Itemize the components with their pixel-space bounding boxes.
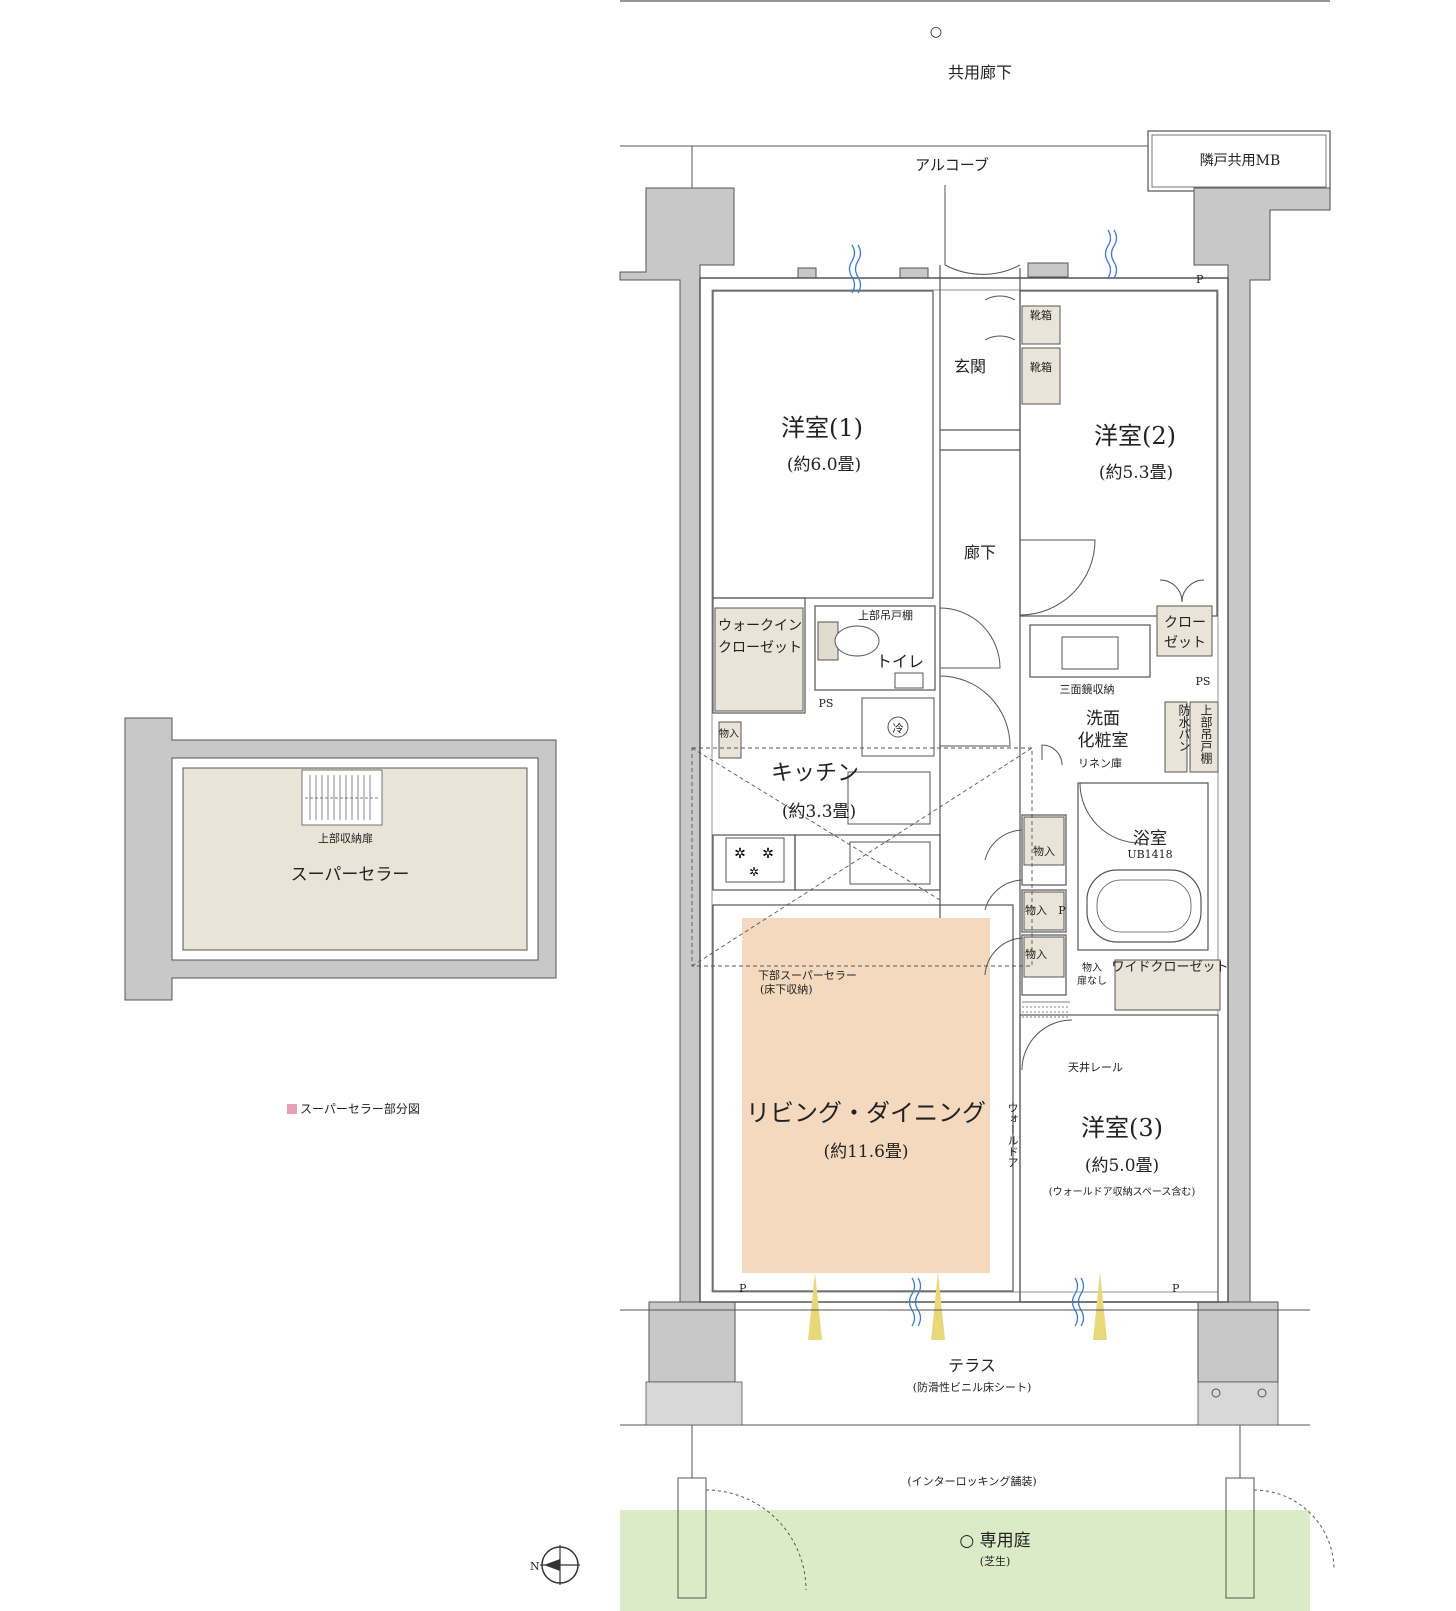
washroom-label-1: 洗面 <box>1086 709 1120 729</box>
bathtub <box>1086 869 1202 943</box>
kitchen-size: (約3.3畳) <box>782 802 856 822</box>
burner-icon: ✲ <box>749 865 759 879</box>
corridor-mark: ○ <box>930 24 942 40</box>
kitchen-sink <box>847 771 931 825</box>
compass-north-label: N <box>530 1560 540 1573</box>
upper-cabinet-label: 上部吊戸棚 <box>858 608 913 622</box>
super-cellar-highlight <box>742 918 990 1273</box>
partitions <box>712 265 1219 1303</box>
room3-name: 洋室(3) <box>1081 1114 1163 1142</box>
neighbor-mb-box <box>1147 130 1331 192</box>
bathroom-label: 浴室 <box>1133 829 1167 849</box>
stair-hatch <box>1022 1001 1070 1018</box>
pipe-mark: P <box>1196 273 1204 286</box>
ps-label: PS <box>819 697 834 710</box>
garden-area <box>620 1510 1310 1611</box>
pipe-mark: P <box>739 1282 747 1295</box>
legend-text: スーパーセラー部分図 <box>300 1102 420 1116</box>
stove <box>725 837 785 883</box>
super-cellar-inset <box>124 717 557 1001</box>
entrance-label: 玄関 <box>954 357 986 376</box>
legend-swatch <box>287 1103 297 1114</box>
hallway-label: 廊下 <box>964 543 996 562</box>
closet-label-2: ゼット <box>1164 635 1206 651</box>
room3-note: (ウォールドア収納スペース含む) <box>1049 1185 1196 1198</box>
terrace-label: テラス <box>948 1356 996 1375</box>
ceiling-rail-label: 天井レール <box>1068 1060 1123 1074</box>
storage-label: 物入 <box>1025 903 1047 917</box>
kitchen-name: キッチン <box>771 761 859 786</box>
storage-no-door-1: 物入 <box>1082 961 1102 974</box>
lower-cellar-sub: (床下収納) <box>760 982 813 996</box>
storage-no-door-2: 扉なし <box>1077 974 1107 987</box>
room3-size: (約5.0畳) <box>1085 1156 1159 1176</box>
ps-label: PS <box>1196 675 1211 688</box>
garden-gates <box>677 1425 1335 1599</box>
walkin-label-2: クローゼット <box>718 640 802 656</box>
room2-name: 洋室(2) <box>1094 422 1176 450</box>
storage-label: 物入 <box>1025 947 1047 961</box>
wall-door-label: ウォールドア <box>1006 1102 1019 1168</box>
lower-cellar-label: 下部スーパーセラー <box>758 968 857 982</box>
pipe-mark: P <box>1058 904 1066 917</box>
toilet-bowl <box>834 625 880 657</box>
inset-door-label: 上部収納扉 <box>318 831 373 845</box>
inset-title: スーパーセラー <box>291 865 410 885</box>
terrace-planters <box>645 1381 1279 1426</box>
lawn-label: (芝生) <box>980 1554 1011 1568</box>
wide-closet-label: ワイドクローゼット <box>1111 960 1228 975</box>
room2-size: (約5.3畳) <box>1099 463 1173 483</box>
room1-name: 洋室(1) <box>781 414 863 442</box>
shoe-box-label: 靴箱 <box>1030 360 1052 374</box>
burner-icon: ✲ <box>734 846 746 862</box>
interlocking-label: (インターロッキング舗装) <box>907 1474 1036 1488</box>
washbasin <box>1061 636 1119 670</box>
walkin-label-1: ウォークイン <box>718 618 802 634</box>
terrace-note: (防滑性ビニル床シート) <box>913 1380 1032 1394</box>
living-size: (約11.6畳) <box>823 1142 908 1162</box>
burner-icon: ✲ <box>762 846 774 862</box>
alcove-label: アルコーブ <box>915 156 989 174</box>
storage-label: 物入 <box>719 727 739 740</box>
washroom-label-2: 化粧室 <box>1078 731 1129 751</box>
legend: スーパーセラー部分図 <box>287 1100 420 1117</box>
closet-label-1: クロー <box>1164 615 1206 631</box>
storage-label: 物入 <box>1033 844 1055 858</box>
neighbor-mb-label: 隣戸共用MB <box>1200 153 1281 169</box>
private-garden-label: ○ 専用庭 <box>959 1531 1030 1551</box>
living-name: リビング・ダイニング <box>746 1099 986 1127</box>
light-wedges <box>808 1272 1107 1340</box>
bath-unit-label: UB1418 <box>1127 848 1172 861</box>
door-swings <box>939 185 1205 1071</box>
mirror-storage-label: 三面鏡収納 <box>1060 682 1115 696</box>
upper-cabinet-label-2: 上部吊戸棚 <box>1199 704 1213 764</box>
room1-size: (約6.0畳) <box>787 455 861 475</box>
kitchen-island <box>849 841 931 885</box>
shoe-box-label: 靴箱 <box>1030 308 1052 322</box>
waterproof-pan-label: 防水パン <box>1177 704 1191 752</box>
unit-outline <box>699 277 1229 1303</box>
window-marks <box>848 229 1118 1327</box>
linen-label: リネン庫 <box>1078 756 1122 770</box>
storage-areas <box>714 305 1221 1011</box>
fridge <box>861 697 935 757</box>
common-corridor-label: 共用廊下 <box>948 63 1012 82</box>
compass-icon <box>540 1545 580 1585</box>
fridge-label: 冷 <box>893 722 904 735</box>
pipe-mark: P <box>1172 1282 1180 1295</box>
toilet-label: トイレ <box>876 652 924 671</box>
